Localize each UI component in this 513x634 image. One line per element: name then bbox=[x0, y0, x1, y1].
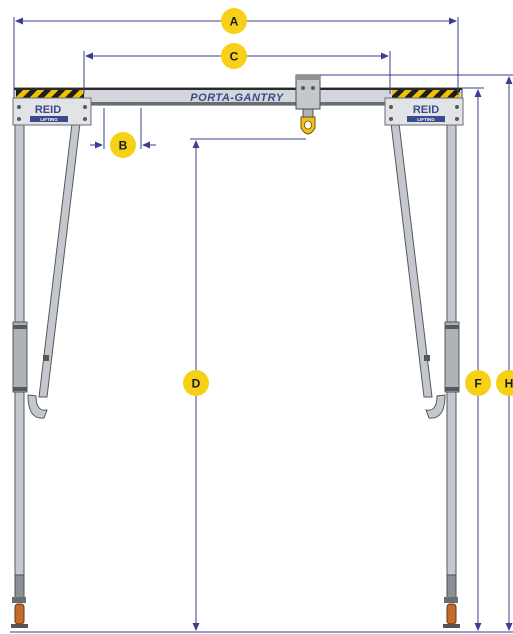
badge-c: C bbox=[221, 43, 247, 69]
left-end-plate: REID LIFTING bbox=[12, 97, 92, 126]
badge-b-circle bbox=[110, 132, 136, 158]
badge-d-circle bbox=[183, 370, 209, 396]
right-brace bbox=[389, 114, 446, 419]
left-brace bbox=[27, 114, 82, 419]
badge-a-circle bbox=[221, 8, 247, 34]
badge-a-label: A bbox=[230, 15, 239, 29]
left-leg bbox=[11, 109, 28, 628]
gantry-frame: PORTA-GANTRY REID LIFTING REID LIFTING bbox=[11, 74, 464, 628]
badge-a: A bbox=[221, 8, 247, 34]
right-castor-wheel bbox=[446, 603, 457, 625]
badge-h-label: H bbox=[505, 377, 513, 391]
badge-b-label: B bbox=[119, 139, 128, 153]
right-plate-subtext: LIFTING bbox=[417, 117, 435, 122]
badge-f-label: F bbox=[474, 377, 481, 391]
left-plate-subtext: LIFTING bbox=[40, 117, 58, 122]
badge-d: D bbox=[183, 370, 209, 396]
left-plate-brand: REID bbox=[35, 104, 61, 116]
trolley bbox=[295, 74, 321, 110]
badge-c-circle bbox=[221, 43, 247, 69]
dimension-badges: A B C D F H bbox=[110, 8, 513, 396]
right-plate-brand: REID bbox=[413, 104, 439, 116]
badge-h-circle bbox=[496, 370, 513, 396]
badge-c-label: C bbox=[230, 50, 239, 64]
right-end-plate: REID LIFTING bbox=[384, 97, 464, 126]
beam-brand-label: PORTA-GANTRY bbox=[190, 92, 285, 104]
badge-b: B bbox=[110, 132, 136, 158]
badge-h: H bbox=[496, 370, 513, 396]
trolley-and-hook bbox=[295, 74, 321, 135]
badge-d-label: D bbox=[192, 377, 201, 391]
badge-f: F bbox=[465, 370, 491, 396]
right-leg bbox=[443, 109, 460, 628]
badge-f-circle bbox=[465, 370, 491, 396]
left-castor-wheel bbox=[14, 603, 25, 625]
